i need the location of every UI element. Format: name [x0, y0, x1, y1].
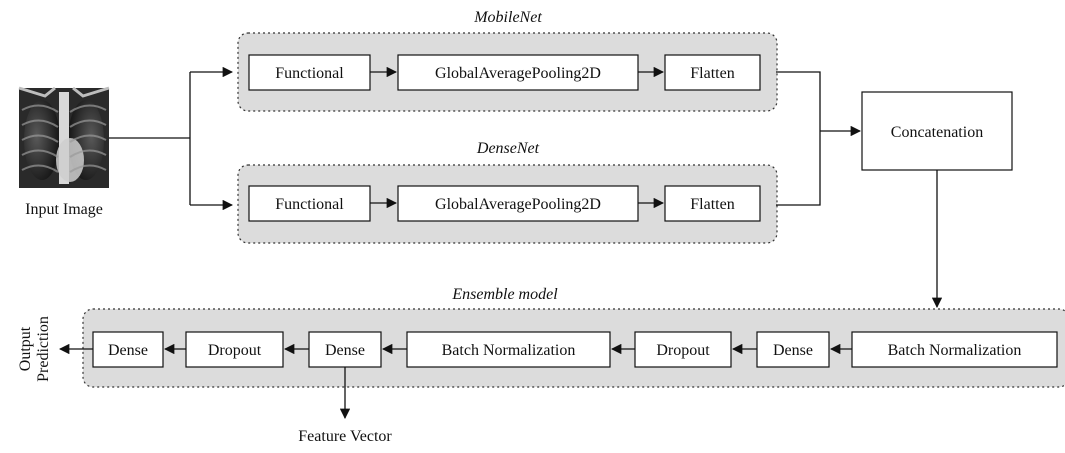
mobilenet-functional-label: Functional: [275, 65, 344, 82]
ensemble-dense-1-label: Dense: [773, 342, 813, 359]
densenet-title: DenseNet: [476, 140, 540, 157]
merge-connector: [776, 71, 821, 206]
ensemble-batchnorm-2-block: [406, 331, 611, 368]
mobilenet-title: MobileNet: [473, 9, 542, 26]
output-prediction-label: Output Prediction: [17, 316, 52, 382]
mobilenet-functional-block: [248, 54, 371, 91]
output-label-line1: Output: [17, 326, 34, 371]
densenet-functional-block: [248, 185, 371, 222]
ensemble-dense-feature-label: Dense: [325, 342, 365, 359]
ensemble-dense-out-label: Dense: [108, 342, 148, 359]
densenet-flatten-label: Flatten: [690, 196, 734, 213]
concatenation-label: Concatenation: [891, 124, 983, 141]
input-image-label: Input Image: [25, 201, 103, 218]
ensemble-dropout-1-label: Dropout: [656, 342, 710, 359]
densenet-gap-block: [397, 185, 639, 222]
densenet-gap-label: GlobalAveragePooling2D: [435, 196, 601, 213]
feature-vector-label: Feature Vector: [298, 428, 392, 445]
ensemble-batchnorm-1-block: [851, 331, 1058, 368]
ensemble-batchnorm-1-label: Batch Normalization: [888, 342, 1022, 359]
ensemble-dropout-2-label: Dropout: [208, 342, 262, 359]
ensemble-title: Ensemble model: [451, 286, 558, 303]
mobilenet-flatten-label: Flatten: [690, 65, 734, 82]
ensemble-dense-1-block: [756, 331, 830, 368]
output-label-line2: Prediction: [35, 316, 52, 382]
ensemble-batchnorm-2-label: Batch Normalization: [442, 342, 576, 359]
mobilenet-gap-label: GlobalAveragePooling2D: [435, 65, 601, 82]
input-xray-image: [18, 86, 110, 188]
concatenation-block: [861, 91, 1013, 171]
densenet-functional-label: Functional: [275, 196, 344, 213]
mobilenet-flatten-block: [664, 54, 761, 91]
mobilenet-gap-block: [397, 54, 639, 91]
densenet-flatten-block: [664, 185, 761, 222]
ensemble-dropout-1-block: [634, 331, 732, 368]
ensemble-dropout-2-block: [185, 331, 284, 368]
